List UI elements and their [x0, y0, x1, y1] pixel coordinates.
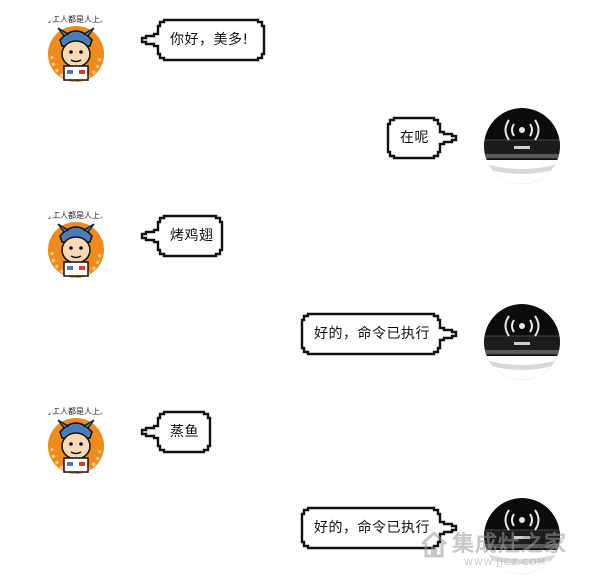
pixel-bubble-frame [140, 410, 212, 454]
cartoon-worker-avatar-icon[interactable]: 打工人都是人上人 [38, 206, 114, 282]
message-text: 你好，美多! [170, 32, 249, 48]
message-row-device: 在呢 [0, 104, 600, 194]
message-row-user: 打工人都是人上人 烤鸡翅 [0, 202, 600, 292]
pixel-bubble-frame [140, 214, 224, 258]
message-bubble[interactable]: 烤鸡翅 [140, 214, 226, 258]
message-row-device: 好的，命令已执行 [0, 494, 600, 584]
message-text: 在呢 [400, 130, 429, 146]
pixel-bubble-frame [300, 312, 458, 356]
message-row-user: 打工人都是人上人 你好，美多! [0, 6, 600, 96]
cartoon-worker-avatar-icon[interactable]: 打工人都是人上人 [38, 402, 114, 478]
smart-speaker-device-icon[interactable] [484, 498, 560, 574]
message-row-device: 好的，命令已执行 [0, 300, 600, 390]
message-bubble[interactable]: 好的，命令已执行 [300, 312, 458, 356]
smart-speaker-device-icon[interactable] [484, 108, 560, 184]
message-text: 蒸鱼 [170, 424, 199, 440]
pixel-bubble-frame [140, 18, 266, 62]
message-bubble[interactable]: 在呢 [386, 116, 458, 160]
smart-speaker-device-icon[interactable] [484, 304, 560, 380]
message-text: 好的，命令已执行 [314, 326, 430, 342]
message-bubble[interactable]: 好的，命令已执行 [300, 506, 458, 550]
avatar-caption: 打工人都是人上人 [44, 406, 108, 416]
avatar-caption: 打工人都是人上人 [44, 210, 108, 220]
message-text: 好的，命令已执行 [314, 520, 430, 536]
avatar-caption: 打工人都是人上人 [44, 14, 108, 24]
message-bubble[interactable]: 蒸鱼 [140, 410, 214, 454]
pixel-bubble-frame [386, 116, 458, 160]
message-bubble[interactable]: 你好，美多! [140, 18, 268, 62]
cartoon-worker-avatar-icon[interactable]: 打工人都是人上人 [38, 10, 114, 86]
message-text: 烤鸡翅 [170, 228, 214, 244]
message-row-user: 打工人都是人上人 蒸鱼 [0, 398, 600, 488]
